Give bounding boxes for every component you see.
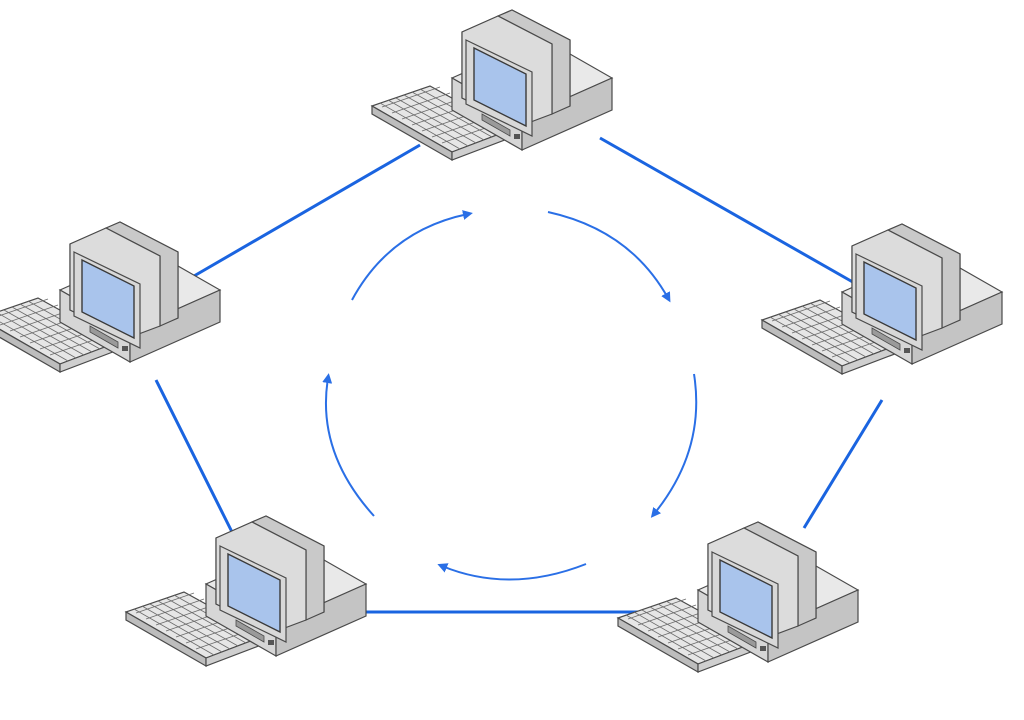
desktop-computer-icon xyxy=(761,223,1003,375)
computer-node-top[interactable] xyxy=(371,9,613,161)
desktop-computer-icon xyxy=(371,9,613,161)
flow-arrows xyxy=(322,210,698,581)
link-right-bottomright xyxy=(802,399,884,529)
flow-arrow-right xyxy=(650,373,698,518)
flow-arrow-top-right xyxy=(547,211,671,303)
desktop-computer-icon xyxy=(125,515,367,667)
computer-node-right[interactable] xyxy=(761,223,1003,375)
flow-arrow-left xyxy=(322,373,375,517)
ring-links xyxy=(154,136,884,614)
link-top-right xyxy=(599,136,859,287)
computer-node-bottom-left[interactable] xyxy=(125,515,367,667)
desktop-computer-icon xyxy=(0,221,221,373)
desktop-computer-icon xyxy=(617,521,859,673)
computer-node-bottom-right[interactable] xyxy=(617,521,859,673)
flow-arrow-top-left xyxy=(351,210,473,301)
computer-node-left[interactable] xyxy=(0,221,221,373)
link-left-top xyxy=(193,143,421,278)
flow-arrow-bottom xyxy=(437,563,587,581)
link-bottomleft-left xyxy=(154,379,234,533)
